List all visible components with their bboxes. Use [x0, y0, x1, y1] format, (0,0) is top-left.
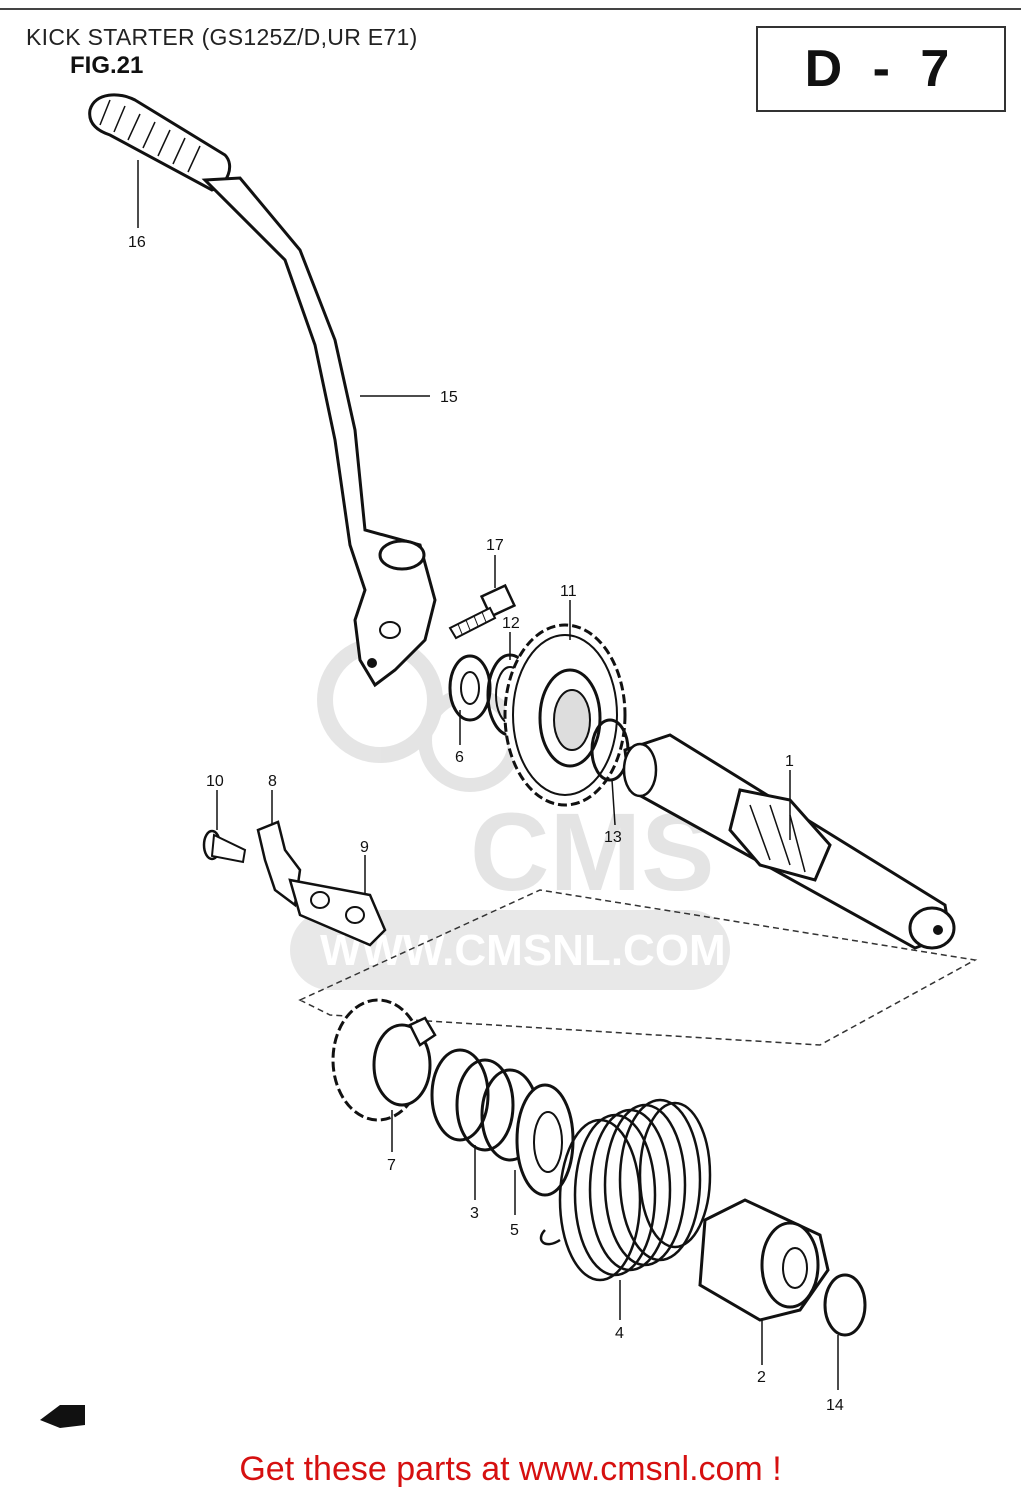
part-label-15: 15 — [440, 389, 458, 406]
part-label-14: 14 — [826, 1397, 844, 1414]
oil-seal-part — [448, 654, 492, 722]
diagram-title: KICK STARTER (GS125Z/D,UR E71) — [26, 24, 418, 50]
idle-gear-part — [503, 623, 627, 807]
part-label-8: 8 — [268, 773, 277, 790]
screw-part — [202, 829, 247, 864]
part-label-1: 1 — [785, 753, 794, 770]
part-label-6: 6 — [455, 749, 464, 766]
part-label-13: 13 — [604, 829, 622, 846]
part-label-10: 10 — [206, 773, 224, 790]
section-code: D - 7 — [804, 40, 958, 98]
part-label-12: 12 — [502, 615, 520, 632]
plate-part — [288, 878, 387, 947]
part-label-5: 5 — [510, 1222, 519, 1239]
circlip-2-part — [823, 1273, 867, 1337]
bolt-part — [448, 583, 517, 640]
part-label-2: 2 — [757, 1369, 766, 1386]
part-number-labels: 16 15 17 11 12 6 1 13 10 8 9 7 3 5 4 2 1… — [128, 234, 844, 1414]
spring-guide-part — [698, 1198, 830, 1322]
kick-starter-shaft-part — [622, 733, 956, 950]
pawl-part — [331, 998, 437, 1122]
part-label-9: 9 — [360, 839, 369, 856]
part-label-4: 4 — [615, 1325, 624, 1342]
return-spring-part — [539, 1098, 712, 1282]
part-label-7: 7 — [387, 1157, 396, 1174]
figure-number: FIG.21 — [70, 52, 144, 79]
assembly-outline — [298, 889, 978, 1046]
kick-lever-part — [201, 176, 437, 688]
part-label-16: 16 — [128, 234, 146, 251]
watermark-url: WWW.CMSNL.COM — [320, 926, 726, 975]
part-label-17: 17 — [486, 537, 504, 554]
part-label-3: 3 — [470, 1205, 479, 1222]
front-direction-arrow-icon — [40, 1405, 85, 1428]
top-border-line — [0, 8, 1021, 10]
part-label-11: 11 — [560, 583, 577, 600]
washer-2-part — [515, 1083, 575, 1197]
parts-shop-link[interactable]: Get these parts at www.cmsnl.com ! — [239, 1450, 782, 1488]
rubber-grip-part — [88, 93, 231, 192]
section-box: D - 7 — [756, 26, 1006, 112]
leader-lines — [137, 160, 839, 1390]
